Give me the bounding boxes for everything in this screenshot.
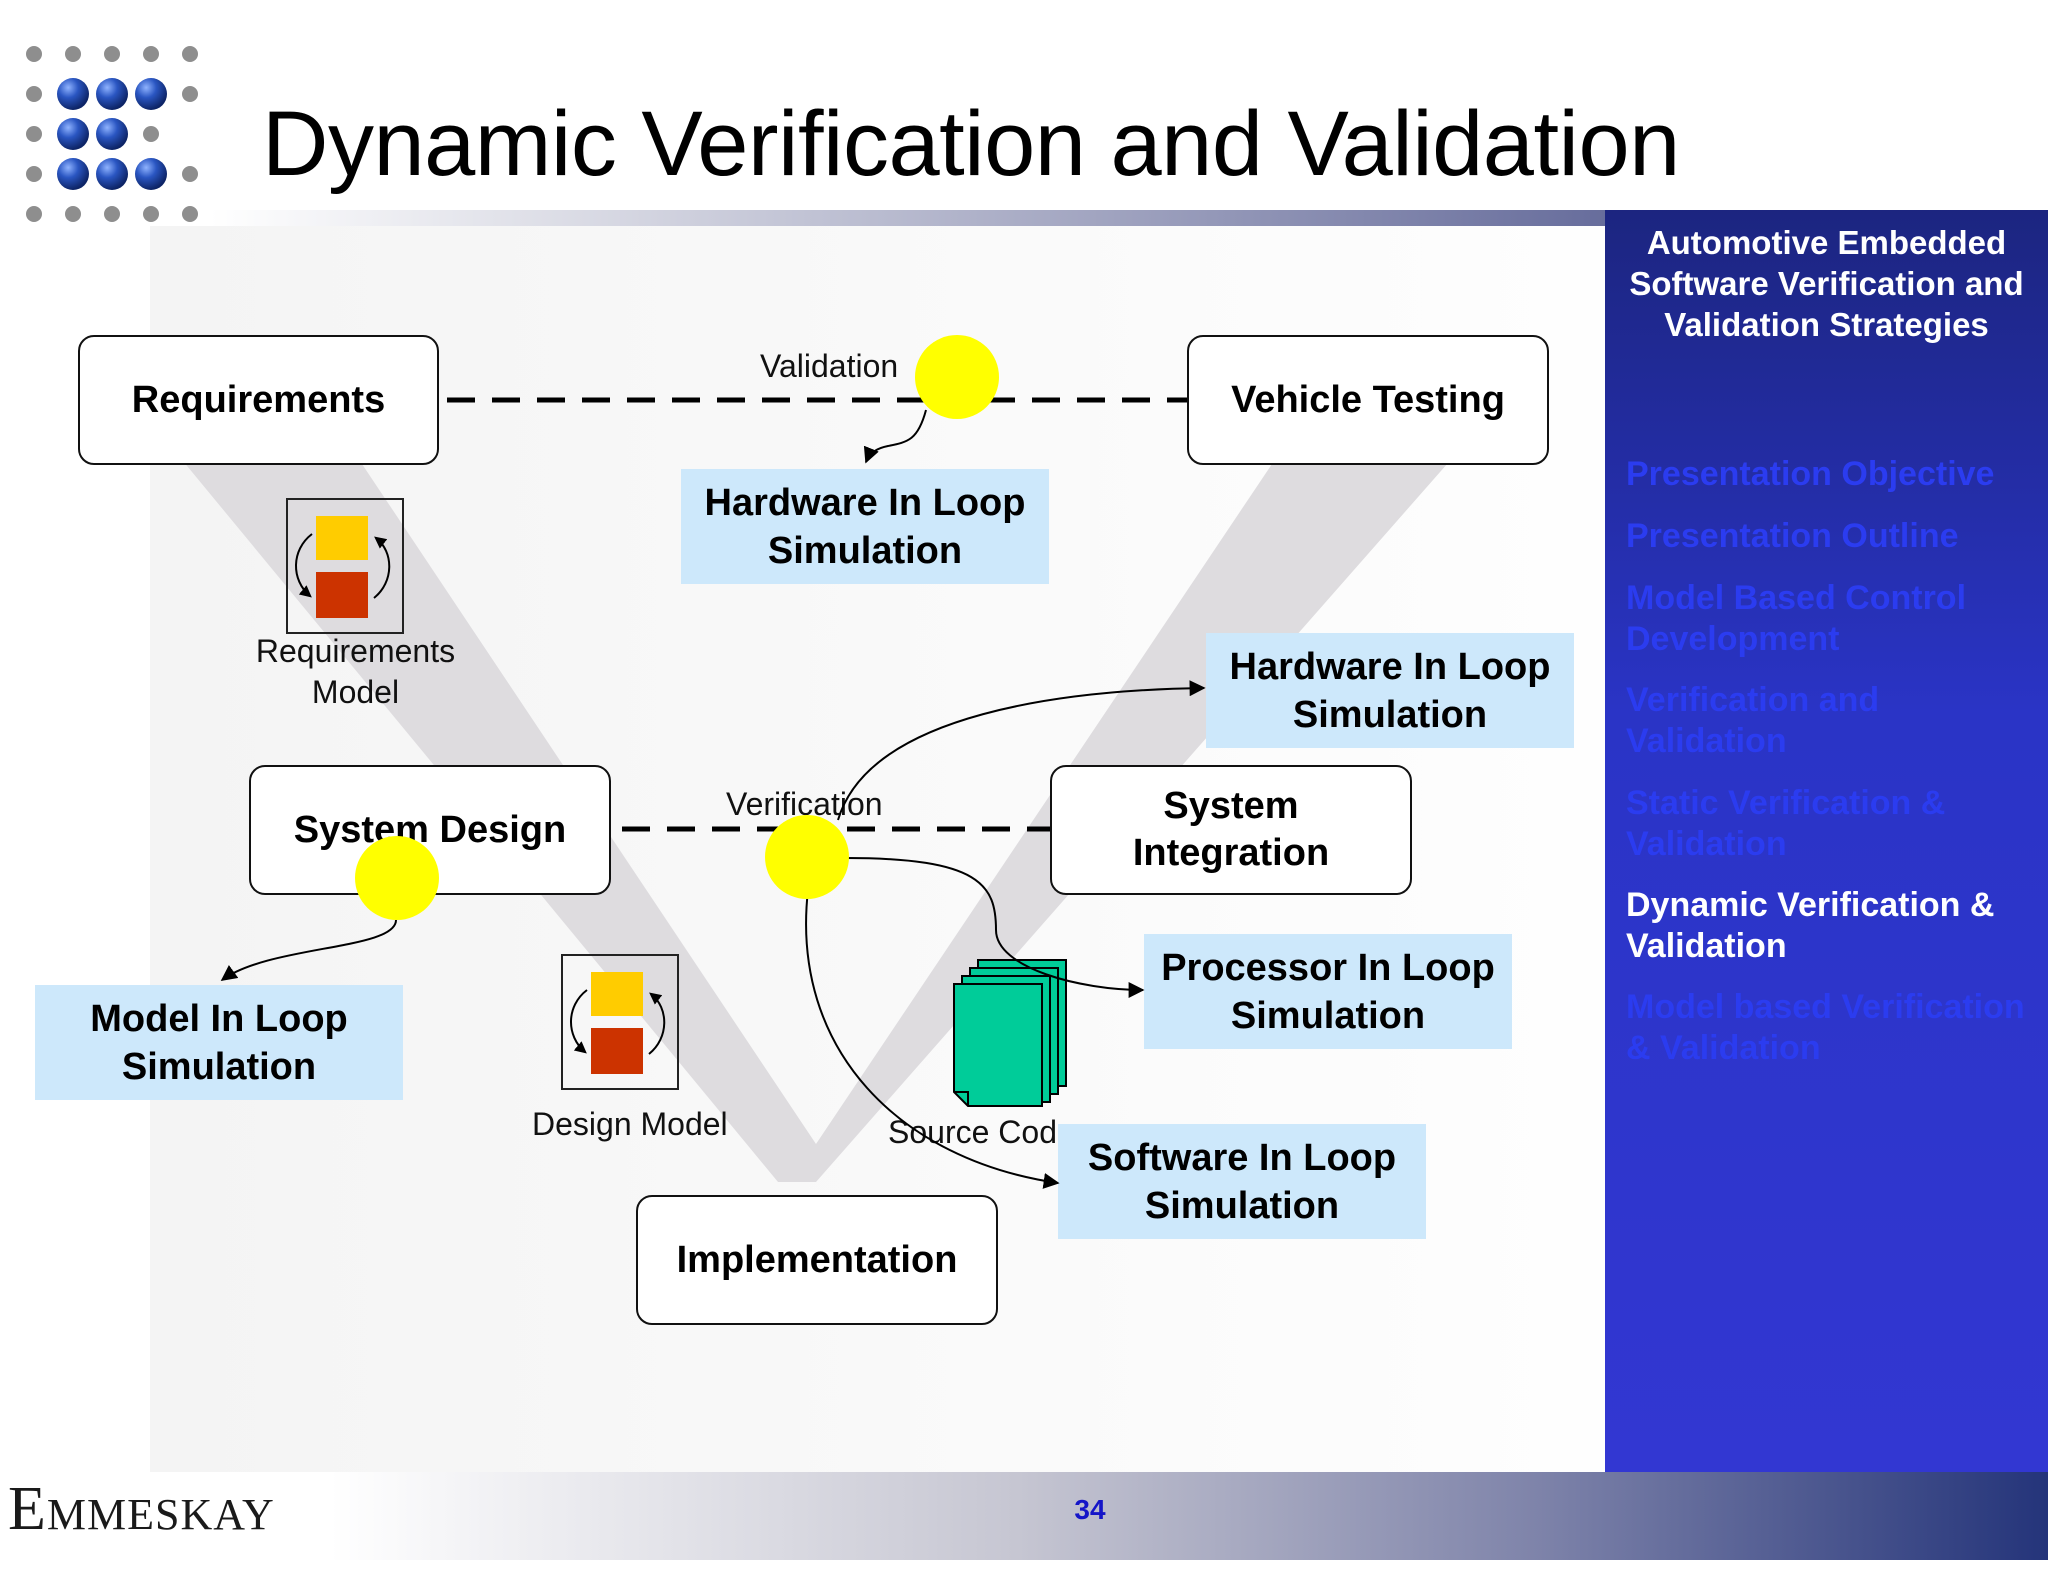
vehicle-testing-box: Vehicle Testing xyxy=(1187,335,1549,465)
mil-box: Model In Loop Simulation xyxy=(35,985,403,1100)
arrow-verification-to-pil xyxy=(845,857,1145,998)
logo-dots-icon xyxy=(26,46,198,222)
validation-highlight-dot xyxy=(915,335,999,419)
page-number: 34 xyxy=(1074,1494,1106,1525)
arrow-verification-to-hil xyxy=(837,680,1206,821)
requirements-model-icon xyxy=(286,498,404,634)
nav-item-presentation-objective[interactable]: Presentation Objective xyxy=(1626,455,1995,493)
verification-highlight-dot xyxy=(765,815,849,899)
nav-item-presentation-outline[interactable]: Presentation Outline xyxy=(1626,517,1959,555)
hil-box-right: Hardware In Loop Simulation xyxy=(1206,633,1574,748)
brand-initial: E xyxy=(8,1475,47,1543)
requirements-model-label: Requirements Model xyxy=(255,633,456,710)
nav-item-verification-validation[interactable]: Verification and Validation xyxy=(1626,681,1880,760)
source-code-icon xyxy=(953,959,1067,1107)
brand-rest: MMESKAY xyxy=(46,1490,275,1539)
design-model-label: Design Model xyxy=(532,1106,728,1142)
arrow-validation-to-hil xyxy=(863,409,927,464)
side-panel xyxy=(1605,210,2048,1472)
pil-box: Processor In Loop Simulation xyxy=(1144,934,1512,1049)
arrow-verification-to-sil xyxy=(805,889,1060,1189)
panel-heading: Automotive Embedded Software Verificatio… xyxy=(1629,224,2024,343)
nav-item-static-vv[interactable]: Static Verification & Validation xyxy=(1626,784,1946,863)
hil-box-top: Hardware In Loop Simulation xyxy=(681,469,1049,584)
title-divider xyxy=(210,210,1605,226)
requirements-box: Requirements xyxy=(78,335,439,465)
connector-arrows xyxy=(220,409,1206,1189)
footer-bar xyxy=(330,1472,2048,1560)
sil-box: Software In Loop Simulation xyxy=(1058,1124,1426,1239)
arrow-design-to-mil xyxy=(220,919,397,981)
validation-label: Validation xyxy=(760,348,899,384)
diagram-connectors xyxy=(178,397,1455,1182)
implementation-box: Implementation xyxy=(636,1195,998,1325)
design-model-icon xyxy=(561,954,679,1090)
nav-item-model-based-vv[interactable]: Model based Verification & Validation xyxy=(1626,988,2025,1067)
design-highlight-dot xyxy=(355,836,439,920)
page-title: Dynamic Verification and Validation xyxy=(262,93,1680,195)
v-shape xyxy=(178,455,1455,1182)
nav-item-dynamic-vv[interactable]: Dynamic Verification & Validation xyxy=(1626,886,1995,965)
brand-logo: EMMESKAY xyxy=(8,1474,275,1545)
nav-item-model-based-control[interactable]: Model Based Control Development xyxy=(1626,579,1967,658)
system-integration-box: System Integration xyxy=(1050,765,1412,895)
